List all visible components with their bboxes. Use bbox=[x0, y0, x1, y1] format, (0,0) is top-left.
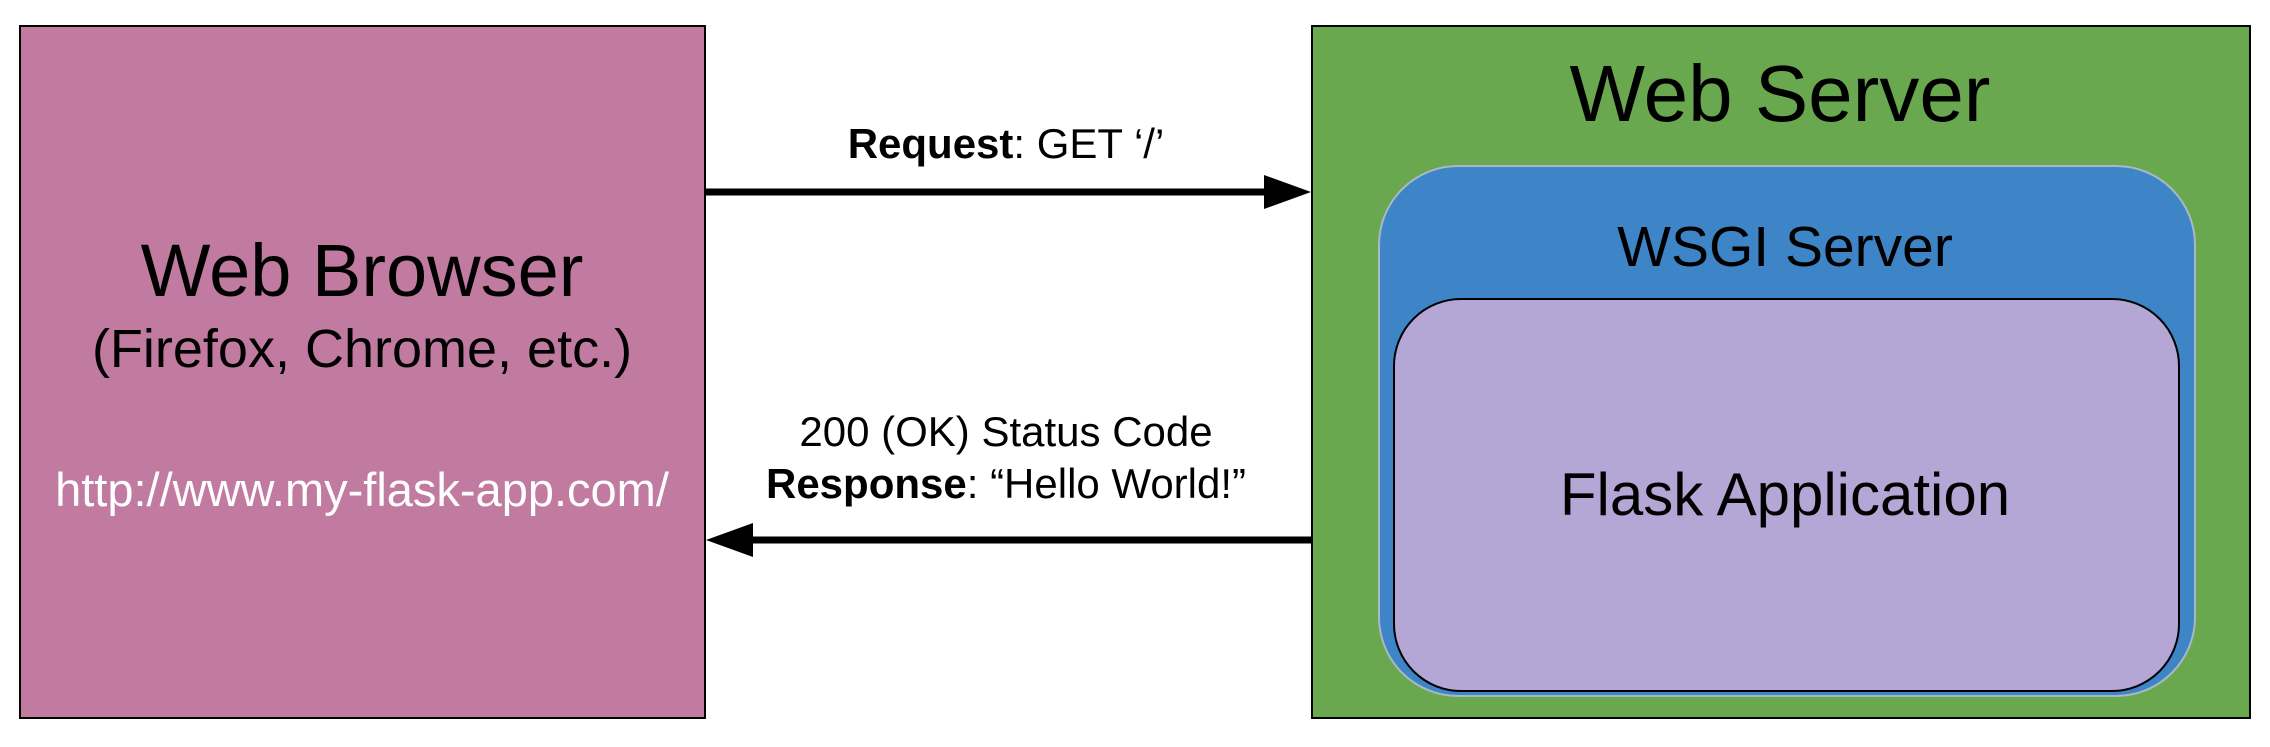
flask-application-title: Flask Application bbox=[1559, 461, 2011, 528]
response-label: Response: “Hello World!” bbox=[766, 460, 1246, 508]
wsgi-server-title: WSGI Server bbox=[1617, 215, 1953, 279]
web-browser-title: Web Browser bbox=[140, 229, 584, 312]
request-label-rest: : GET ‘/’ bbox=[1013, 120, 1165, 167]
web-browser-url: http://www.my-flask-app.com/ bbox=[55, 463, 669, 516]
request-label-bold: Request bbox=[847, 120, 1014, 167]
request-label: Request: GET ‘/’ bbox=[848, 120, 1165, 168]
request-arrow-head bbox=[1264, 175, 1311, 209]
response-arrow-head bbox=[706, 523, 753, 557]
web-browser-box bbox=[19, 25, 706, 719]
web-browser-subtitle: (Firefox, Chrome, etc.) bbox=[91, 319, 633, 379]
response-status-label: 200 (OK) Status Code bbox=[799, 408, 1213, 455]
response-label-rest: : “Hello World!” bbox=[966, 460, 1247, 507]
flask-application-box bbox=[1393, 298, 2180, 692]
web-server-title: Web Server bbox=[1569, 49, 1991, 138]
response-label-bold: Response bbox=[765, 460, 967, 507]
